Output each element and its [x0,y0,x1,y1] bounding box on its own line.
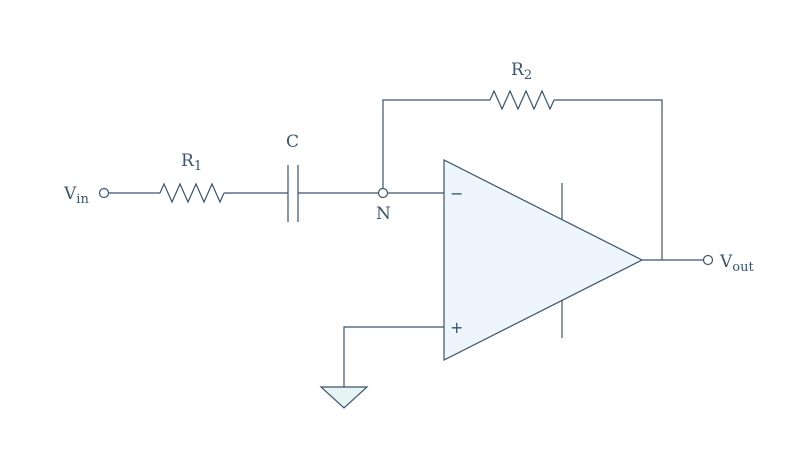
vin-label: Vin [63,184,89,207]
opamp-triangle [443,159,644,361]
resistor-r1 [159,182,225,204]
ground-icon [319,386,369,409]
plus-sign: + [450,318,463,337]
vout-label: Vout [719,252,754,275]
r1-label: R1 [181,151,202,174]
wire-feedback-right [554,99,663,260]
vout-terminal [702,254,714,266]
r2-label: R2 [511,60,532,83]
n-label: N [376,204,391,224]
c-label: C [286,132,299,152]
minus-sign: − [450,184,463,203]
node-n [377,187,389,199]
resistor-r2 [489,89,555,111]
wire-plus-ground [343,326,444,387]
wire-feedback-left [382,99,490,189]
vin-terminal [98,187,110,199]
